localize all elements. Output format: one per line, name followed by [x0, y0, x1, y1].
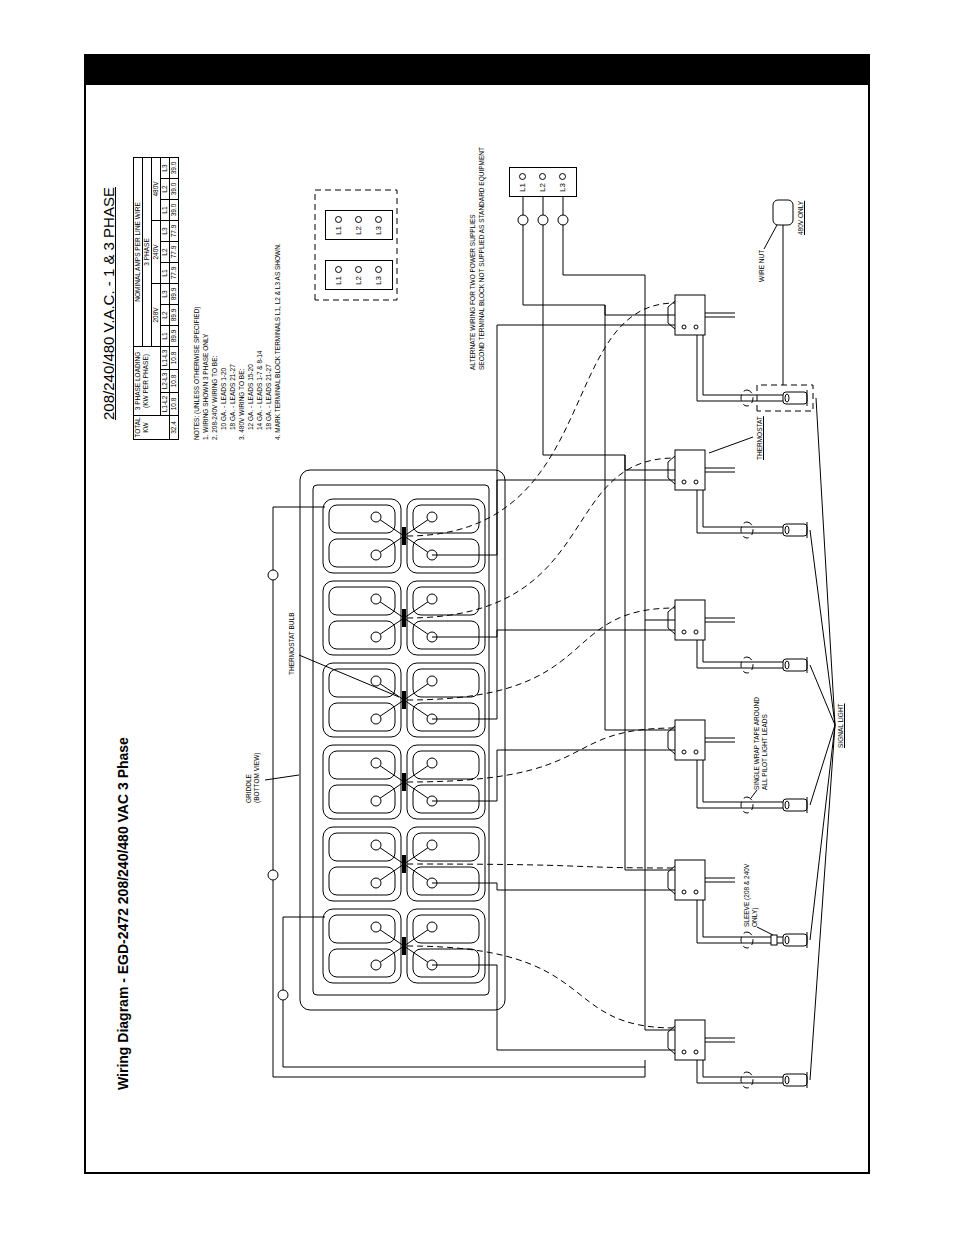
note-text: 4. MARK TERMINAL BLOCK TERMINALS L1, L2 … [274, 243, 282, 440]
terminal-name: L3 [558, 183, 567, 192]
leader-lines [265, 225, 835, 1080]
diagram-title: Wiring Diagram - EGD-2472 208/240/480 VA… [115, 737, 132, 1090]
table-cell: L2 [161, 241, 170, 262]
alternate-terminal-box [315, 190, 397, 300]
supply-wires [518, 197, 675, 1030]
table-cell: 39.0 [170, 199, 179, 220]
terminal-screw [355, 266, 362, 273]
table-cell: L1 [161, 325, 170, 346]
wiring-illustration [85, 85, 870, 1175]
table-cell: L3 [161, 283, 170, 304]
terminal-name: L3 [374, 276, 383, 285]
note-text: NOTES: (UNLESS OTHERWISE SPECIFIED) [193, 306, 201, 440]
heating-elements [323, 499, 485, 983]
terminal-screw [519, 173, 526, 180]
table-cell: L2 [161, 304, 170, 325]
note-text: 18 GA. - LEADS 21-27 [229, 364, 237, 430]
terminal-block: L1 L2 L3 [325, 210, 393, 240]
part-label: THERMOSTAT BULB [288, 613, 296, 675]
table-cell: L3 [161, 220, 170, 241]
terminal-screw [375, 216, 382, 223]
pilot-light-leads [697, 335, 783, 1088]
terminal-screw [539, 173, 546, 180]
part-label: SLEEVE (208 & 240V ONLY) [743, 861, 759, 927]
note-text: ALTERNATE WIRING FOR TWO POWER SUPPLIES [469, 214, 477, 370]
terminal-screw [335, 266, 342, 273]
table-cell: 240V [152, 220, 161, 283]
drawing-sheet: TOTAL KW3 PHASE LOADING (KW PER PHASE)NO… [85, 85, 870, 1175]
terminal-screw [559, 173, 566, 180]
table-cell: L3 [161, 157, 170, 178]
table-cell: 480V [152, 157, 161, 220]
part-label: THERMOSTAT [756, 416, 764, 460]
terminal-name: L2 [354, 276, 363, 285]
terminal-row: L1 [513, 172, 533, 192]
terminal-row: L1 [329, 265, 349, 285]
terminal-row: L2 [349, 265, 369, 285]
table-cell: L1-L3 [161, 346, 170, 369]
note-text: 2. 208-240V WIRING TO BE: [211, 356, 219, 440]
table-cell: 39.0 [170, 157, 179, 178]
note-text: 18 GA. - LEADS 21-27 [265, 364, 273, 430]
table-cell: L1 [161, 199, 170, 220]
table-cell: 89.9 [170, 325, 179, 346]
terminal-screw [375, 266, 382, 273]
table-cell: 89.9 [170, 283, 179, 304]
table-cell: 89.9 [170, 304, 179, 325]
note-text: 14 GA. - LEADS 1-7 & 8-14 [256, 351, 264, 430]
part-label: SIGNAL LIGHT [837, 703, 845, 748]
part-label: 480V ONLY [797, 201, 805, 235]
thermostat-symbol [668, 295, 735, 1060]
terminal-row: L3 [553, 172, 573, 192]
table-cell: 208V [152, 283, 161, 346]
note-text: 1. WIRING SHOWN 3 PHASE ONLY [202, 334, 210, 440]
table-cell: 77.9 [170, 241, 179, 262]
table-cell: L2 [161, 178, 170, 199]
table-cell: 39.0 [170, 178, 179, 199]
table-cell: NOMINAL AMPS PER LINE WIRE [134, 157, 143, 346]
terminal-row: L3 [369, 215, 389, 235]
terminal-row: L2 [349, 215, 369, 235]
terminal-row: L1 [329, 215, 349, 235]
terminal-screw [355, 216, 362, 223]
table-cell: 3 PHASE [143, 157, 152, 346]
element-wires [268, 325, 675, 1077]
table-cell: L1 [161, 262, 170, 283]
loading-table: TOTAL KW3 PHASE LOADING (KW PER PHASE)NO… [133, 157, 179, 440]
table-cell: 32.4 [170, 415, 179, 439]
terminal-name: L1 [518, 183, 527, 192]
note-text: SECOND TERMINAL BLOCK NOT SUPPLIED AS ST… [478, 147, 486, 370]
note-text: 3. 480V WIRING TO BE: [238, 369, 246, 440]
table-cell: 3 PHASE LOADING (KW PER PHASE) [134, 346, 161, 415]
terminal-block: L1 L2 L3 [509, 167, 577, 197]
part-label: WIRE NUT [758, 250, 766, 282]
terminal-block: L1 L2 L3 [325, 260, 393, 290]
table-cell: TOTAL KW [134, 415, 170, 439]
table-cell: 77.9 [170, 262, 179, 283]
table-cell: 10.8 [170, 346, 179, 369]
terminal-name: L1 [334, 276, 343, 285]
note-text: 10 GA. - LEADS 1-20 [220, 368, 228, 430]
table-cell: L1-L2 [161, 392, 170, 415]
table-cell: 77.9 [170, 220, 179, 241]
terminal-name: L2 [538, 183, 547, 192]
bulb-capillary [407, 303, 675, 1028]
note-text: SINGLE WRAP TAPE AROUND ALL PILOT LIGHT … [753, 690, 769, 790]
table-cell: 10.8 [170, 392, 179, 415]
table-cell: 10.8 [170, 369, 179, 392]
griddle-outline [300, 470, 505, 1010]
table-cell: L2-L3 [161, 369, 170, 392]
terminal-screw [335, 216, 342, 223]
spec-heading: 208/240/480 V.A.C. - 1 & 3 PHASE [100, 187, 118, 420]
note-text: 12 GA. - LEADS 15-20 [247, 364, 255, 430]
terminal-row: L3 [369, 265, 389, 285]
terminal-name: L2 [354, 226, 363, 235]
header-bar [84, 54, 870, 85]
page-frame [84, 54, 870, 1174]
part-label: GRIDDLE (BOTTOM VIEW) [245, 743, 261, 803]
terminal-name: L1 [334, 226, 343, 235]
terminal-name: L3 [374, 226, 383, 235]
terminal-row: L2 [533, 172, 553, 192]
